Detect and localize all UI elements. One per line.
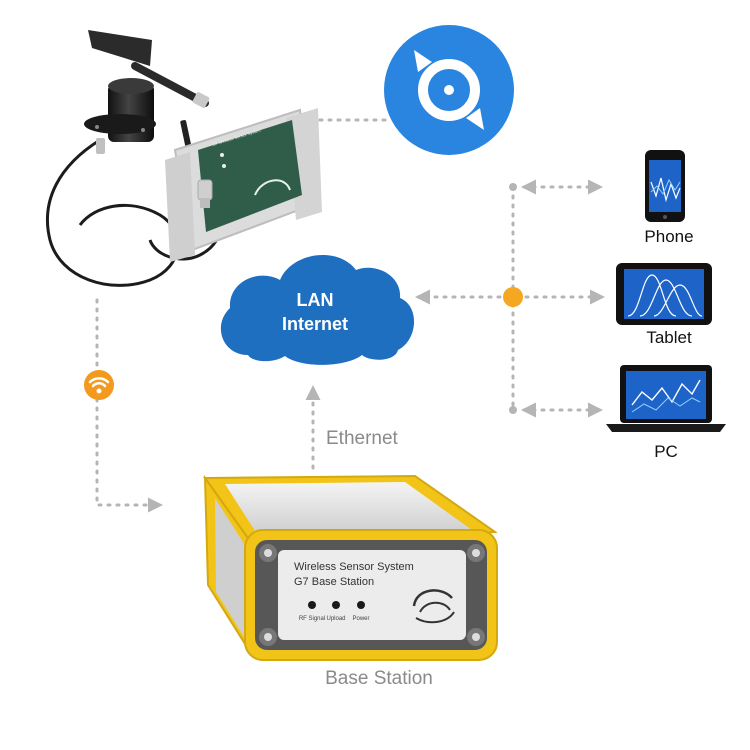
- lan-internet-cloud: LAN Internet: [220, 255, 415, 365]
- base-station-device: Wireless Sensor System G7 Base Station R…: [203, 474, 498, 661]
- compass-icon: [384, 25, 514, 155]
- bus-dot-top: [509, 183, 517, 191]
- led-power: [357, 601, 365, 609]
- panel-title: Wireless Sensor System: [294, 561, 414, 573]
- wifi-icon: [84, 370, 114, 400]
- cloud-label-line1: LAN: [297, 290, 334, 310]
- led-label-upload: Upload: [326, 616, 345, 622]
- led-rf-signal: [308, 601, 316, 609]
- phone-device: Phone: [644, 150, 694, 246]
- cloud-label-line2: Internet: [282, 314, 348, 334]
- tablet-device: Tablet: [616, 263, 712, 347]
- connector-sensor-to-base: [95, 298, 163, 513]
- wind-sensor-device: G7 Wireless Sensor System: [45, 30, 322, 287]
- brand-logo-icon: [412, 589, 455, 624]
- network-hub-icon: [503, 287, 523, 307]
- phone-label: Phone: [644, 227, 693, 246]
- pc-device: PC: [606, 365, 726, 461]
- wind-vane: [88, 30, 152, 66]
- led-label-power: Power: [352, 616, 369, 622]
- led-label-rf-signal: RF Signal: [299, 616, 325, 622]
- sensor-cable: [45, 138, 180, 287]
- bus-dot-bottom: [509, 406, 517, 414]
- led-upload: [332, 601, 340, 609]
- pc-label: PC: [654, 442, 678, 461]
- tablet-label: Tablet: [646, 328, 692, 347]
- panel-model: G7 Base Station: [294, 576, 374, 588]
- base-station-caption: Base Station: [325, 668, 433, 689]
- ethernet-label: Ethernet: [326, 428, 399, 449]
